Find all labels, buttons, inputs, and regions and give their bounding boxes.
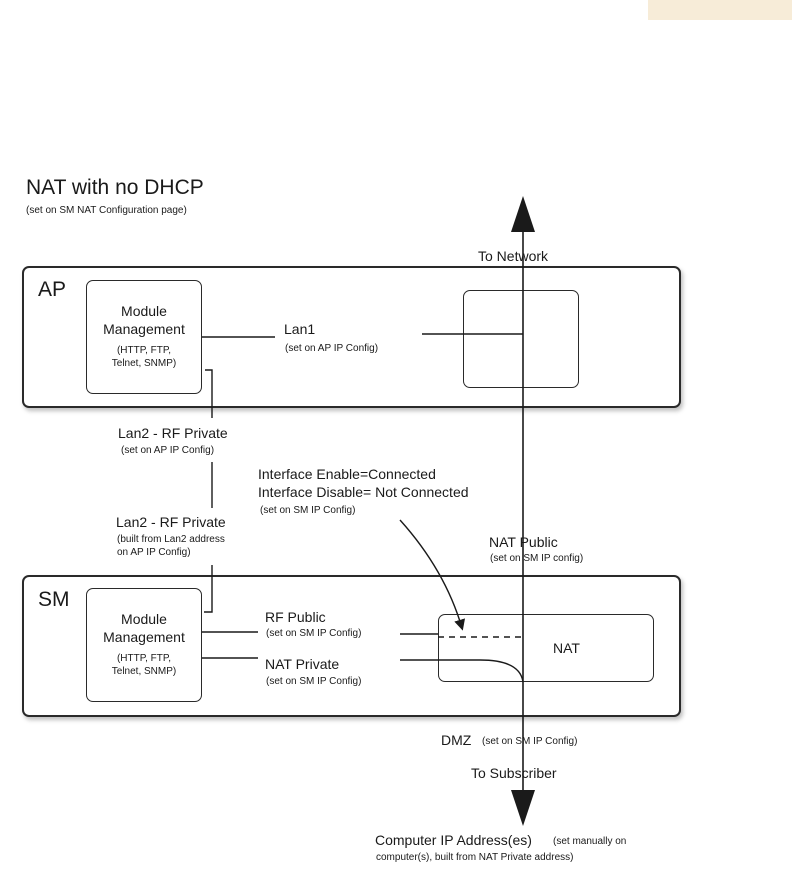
to-network-label: To Network [478, 248, 549, 264]
nat-private-curve [400, 659, 524, 683]
ap-module-box [86, 280, 202, 394]
nat-private-label: NAT Private [265, 656, 340, 672]
sm-module-sub: (HTTP, FTP, Telnet, SNMP) [111, 653, 177, 677]
dmz-note: (set on SM IP Config) [482, 736, 578, 747]
lan2-link-line [205, 369, 213, 418]
nat-private-note: (set on SM IP Config) [266, 676, 362, 687]
ap-router-box [463, 290, 579, 388]
to-subscriber-arrow [511, 790, 535, 826]
computer-note-1: (set manually on [553, 836, 627, 847]
to-network-arrow [511, 196, 535, 232]
rf-public-note: (set on SM IP Config) [266, 628, 362, 639]
sm-module-title: Module Management [103, 611, 185, 645]
ap-label: AP [38, 278, 67, 301]
lan2-ap-label: Lan2 - RF Private [118, 425, 228, 441]
nat-box-label: NAT [553, 640, 580, 656]
computer-label: Computer IP Address(es) [375, 832, 532, 848]
interface-pointer-arrow [399, 519, 466, 631]
lan2-link-line-low [204, 565, 213, 613]
diagram-title: NAT with no DHCP [26, 176, 204, 199]
interface-label: Interface Enable=Connected Interface Dis… [258, 466, 469, 501]
dmz-label: DMZ [441, 732, 472, 748]
nat-public-note: (set on SM IP config) [490, 553, 584, 564]
to-subscriber-label: To Subscriber [471, 765, 557, 781]
lan2-sm-note: (built from Lan2 address on AP IP Config… [117, 534, 225, 558]
corner-tag [648, 0, 792, 20]
ap-module-title: Module Management [103, 303, 185, 337]
sm-label: SM [38, 588, 70, 611]
rf-public-label: RF Public [265, 609, 326, 625]
lan1-note: (set on AP IP Config) [285, 343, 379, 354]
lan2-sm-label: Lan2 - RF Private [116, 514, 226, 530]
ap-module-sub: (HTTP, FTP, Telnet, SNMP) [111, 345, 177, 369]
computer-note-2: computer(s), built from NAT Private addr… [376, 852, 574, 863]
nat-box [438, 614, 654, 682]
lan2-ap-note: (set on AP IP Config) [121, 445, 215, 456]
diagram-subtitle: (set on SM NAT Configuration page) [26, 205, 187, 216]
sm-module-box [86, 588, 202, 702]
lan1-label: Lan1 [284, 321, 316, 337]
interface-note: (set on SM IP Config) [260, 505, 356, 516]
